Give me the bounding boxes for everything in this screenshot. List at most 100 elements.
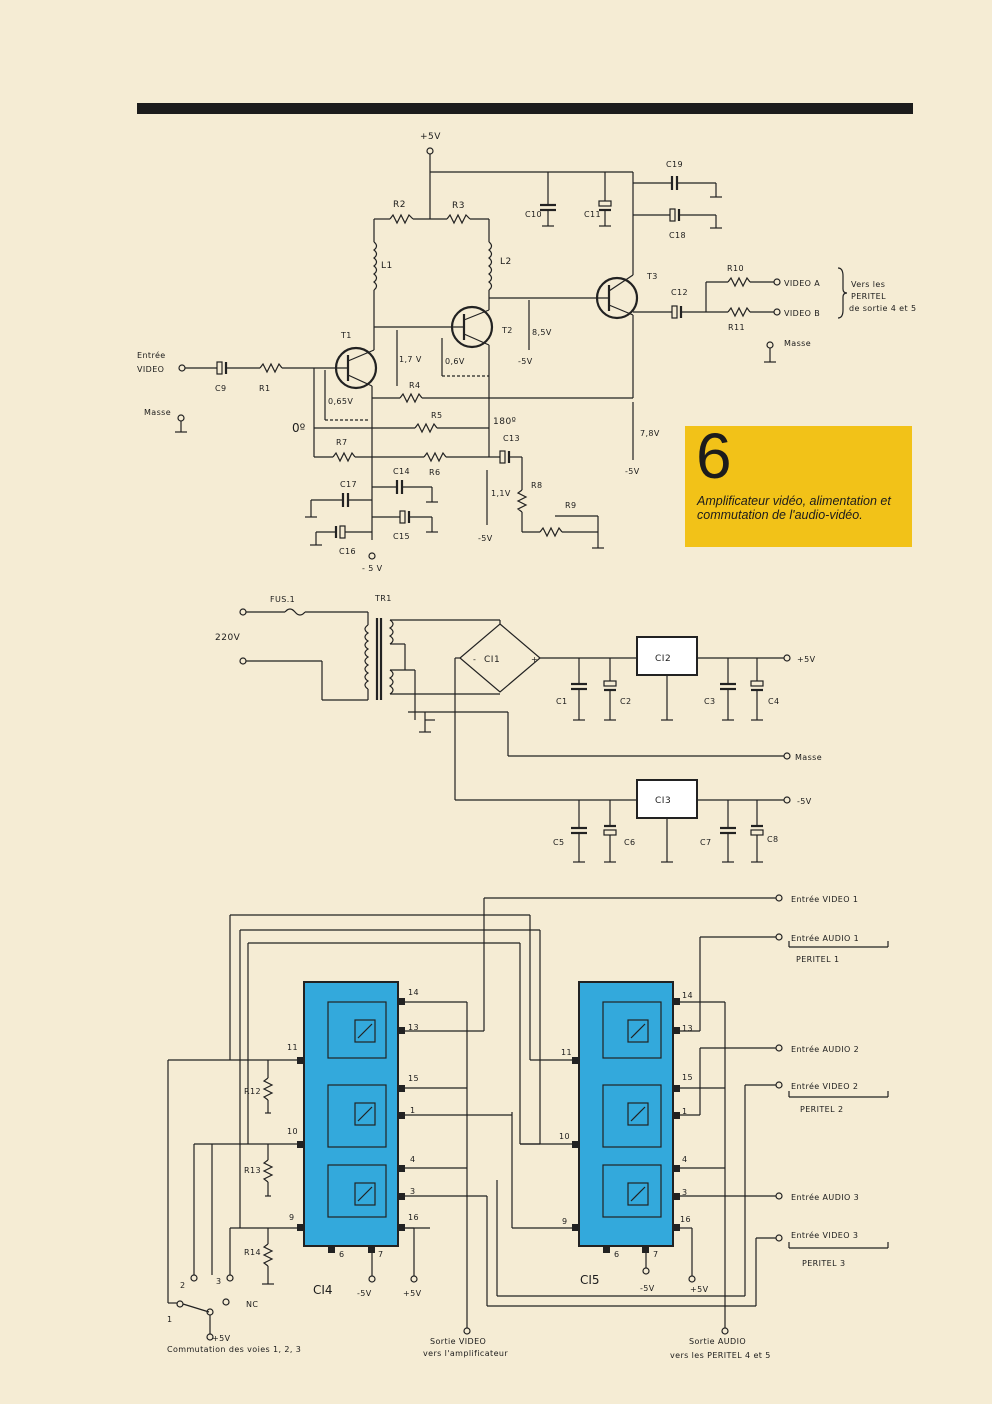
r2-label: R2 [393,200,406,210]
ci4-pin-1: 1 [410,1106,416,1115]
v17-label: 1,7 V [399,355,422,364]
input-video-3: Entrée VIDEO 3 [791,1230,858,1240]
ci4-pin-13: 13 [408,1023,419,1032]
r8-label: R8 [531,481,542,490]
c14-label: C14 [393,467,410,476]
r4-label: R4 [409,381,420,390]
masse-out-label: Masse [784,339,811,348]
out-audio-line-2: vers les PERITEL 4 et 5 [670,1351,771,1360]
c19-label: C19 [666,160,683,169]
c9-label: C9 [215,384,226,393]
bridge-rectifier-icon [459,623,541,693]
c17-label: C17 [340,480,357,489]
ci4-chip [303,981,399,1247]
c5-label: C5 [553,838,564,847]
ci5-pin-15: 15 [682,1073,693,1082]
r6-label: R6 [429,468,440,477]
input-audio-2: Entrée AUDIO 2 [791,1044,859,1054]
r1-label: R1 [259,384,270,393]
minus5-t3-label: -5V [625,467,640,476]
v85-label: 8,5V [532,328,552,337]
ci4-pin-14: 14 [408,988,419,997]
r5-label: R5 [431,411,442,420]
bridge-plus-label: + [531,655,538,664]
minus5-supply-label: -5V [797,797,812,806]
minus5-t2-label: -5V [518,357,533,366]
c18-label: C18 [669,231,686,240]
figure-number: 6 [696,420,732,492]
ci5-pin-4: 4 [682,1155,688,1164]
ci4-pin-6: 6 [339,1250,345,1259]
switch-nc-label: NC [246,1300,258,1309]
l1-label: L1 [381,261,393,271]
v06-label: 0,6V [445,357,465,366]
outputs-note-3: de sortie 4 et 5 [849,304,916,313]
ci5-plus5-label: +5V [690,1285,709,1294]
figure-caption: Amplificateur vidéo, alimentation et com… [697,494,891,522]
fuse-label: FUS.1 [270,595,295,604]
transformer-primary-icon [364,624,370,690]
input-label-1: Entrée [137,350,166,360]
input-video-1: Entrée VIDEO 1 [791,894,858,904]
input-audio-1: Entrée AUDIO 1 [791,933,859,943]
plus5-supply-label: +5V [797,655,816,664]
ci4-pin-10: 10 [287,1127,298,1136]
ci5-minus5-label: -5V [640,1284,655,1293]
out-audio-line-1: Sortie AUDIO [689,1337,746,1346]
ci5-pin-11: 11 [561,1048,572,1057]
masse-in-label: Masse [144,408,171,417]
c6-label: C6 [624,838,635,847]
ci5-pin-1: 1 [682,1107,688,1116]
selector-switch-icon [176,1300,184,1308]
ci5-pin-3: 3 [682,1188,688,1197]
c1-label: C1 [556,697,567,706]
c15-label: C15 [393,532,410,541]
ci5-pin-9: 9 [562,1217,568,1226]
switch-pos-1: 1 [167,1315,173,1324]
r9-label: R9 [565,501,576,510]
switch-plus5-label: +5V [212,1334,231,1343]
outputs-note-2: PERITEL [851,292,886,301]
switch-pos-2: 2 [180,1281,186,1290]
r12-label: R12 [244,1087,261,1096]
ci4-pin-9: 9 [289,1213,295,1222]
figure-caption-box [685,426,912,547]
ci4-label: CI4 [313,1283,333,1297]
r7-label: R7 [336,438,347,447]
video-b-label: VIDEO B [784,309,820,318]
c4-label: C4 [768,697,779,706]
ci5-pin-10: 10 [559,1132,570,1141]
ci4-pin-11: 11 [287,1043,298,1052]
peritel-1-label: PERITEL 1 [796,955,839,964]
c3-label: C3 [704,697,715,706]
regulator-negative [636,779,698,819]
video-a-label: VIDEO A [784,279,820,288]
ci2-label: CI2 [655,654,671,664]
phase-0-label: 0º [292,421,306,435]
switch-pos-3: 3 [216,1277,222,1286]
power-supply-section: FUS.1 TR1 220V - CI1 + Masse CI2 +5V C1 [215,594,822,863]
outputs-note-1: Vers les [851,280,885,289]
c13-label: C13 [503,434,520,443]
minus5-r8-label: -5V [478,534,493,543]
phase-180-label: 180º [493,417,516,427]
input-label-2: VIDEO [137,365,164,374]
ci4-plus5-label: +5V [403,1289,422,1298]
t1-label: T1 [340,331,352,340]
ci4-pin-4: 4 [410,1155,416,1164]
c10-label: C10 [525,210,542,219]
bridge-minus-label: - [473,655,476,664]
r11-label: R11 [728,323,745,332]
ci4-pin-16: 16 [408,1213,419,1222]
transformer-label: TR1 [374,594,392,603]
ci5-chip [578,981,674,1247]
bridge-label: CI1 [484,655,500,665]
masse-supply-label: Masse [795,753,822,762]
t2-label: T2 [501,326,513,335]
ci5-pin-6: 6 [614,1250,620,1259]
minus5-bottom-label: - 5 V [362,564,383,573]
fuse-icon [284,608,306,616]
peritel-2-label: PERITEL 2 [800,1105,843,1114]
t3-label: T3 [646,272,658,281]
